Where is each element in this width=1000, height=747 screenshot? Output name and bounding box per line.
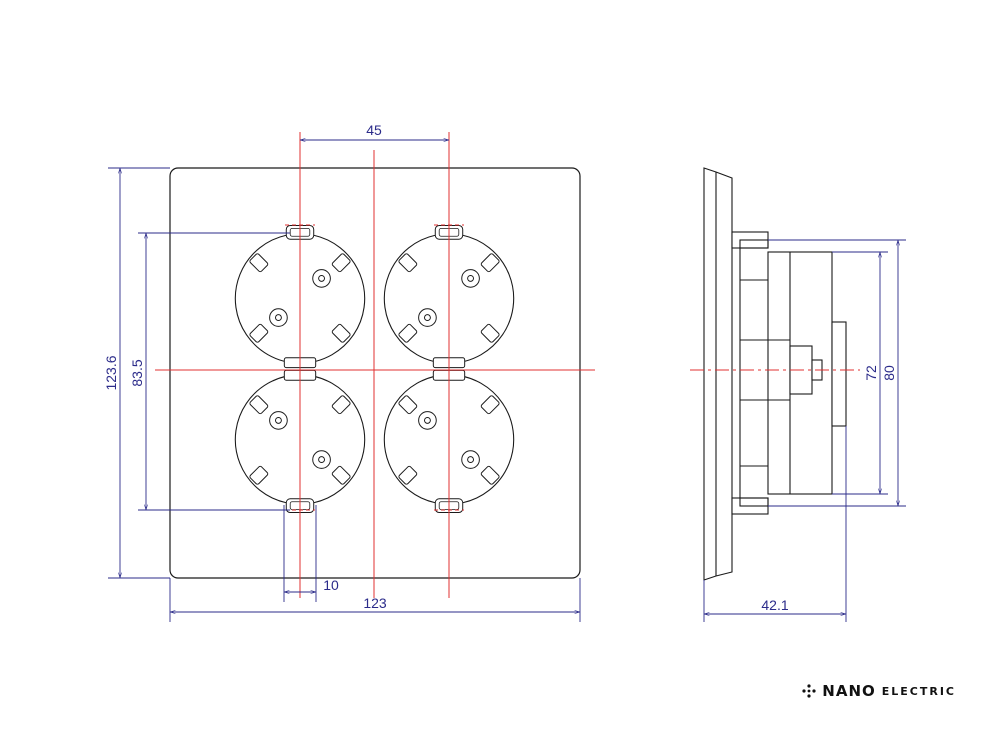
logo-brand-word: NANO	[822, 682, 876, 700]
side-faceplate	[703, 167, 733, 581]
dim-outlet-spacing: 45	[366, 122, 382, 138]
center-lines	[155, 132, 595, 598]
dim-depth: 42.1	[761, 597, 788, 613]
dim-body-outer-height: 80	[881, 365, 897, 381]
faceplate-outline	[169, 167, 581, 579]
dim-overall-width: 123	[363, 595, 387, 611]
front-view: 45 123.6 83.5 123 10	[103, 122, 595, 622]
dim-clip-width: 10	[323, 577, 339, 593]
dim-body-inner-height: 72	[863, 365, 879, 381]
side-view	[703, 167, 847, 581]
dimension-lines	[108, 140, 581, 622]
side-dimension-lines	[703, 239, 906, 622]
logo-brand-suffix: ELECTRIC	[881, 684, 956, 698]
dim-overall-height: 123.6	[103, 355, 119, 390]
brand-logo: NANO ELECTRIC	[802, 682, 956, 700]
logo-diamond-icon	[802, 684, 816, 698]
side-body-right	[831, 321, 847, 427]
dim-outlet-vertical-span: 83.5	[129, 359, 145, 386]
